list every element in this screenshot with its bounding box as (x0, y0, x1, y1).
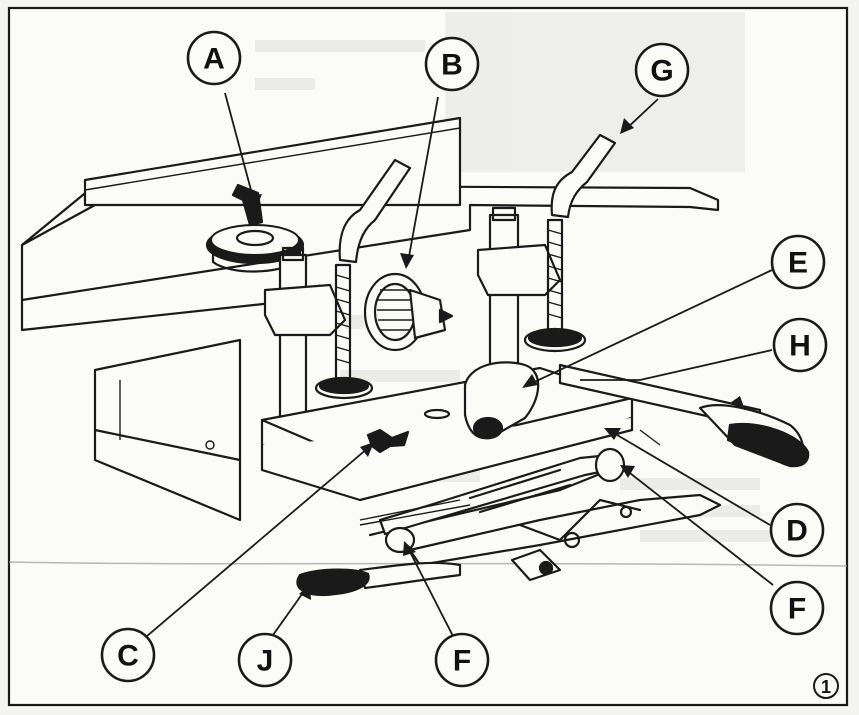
leader-lines (139, 92, 774, 643)
callout-f-bottom: F (434, 632, 490, 688)
svg-text:C: C (117, 640, 139, 673)
left-column (263, 158, 412, 422)
callout-d: D (769, 502, 825, 558)
callout-f-right: F (769, 580, 825, 636)
svg-text:1: 1 (821, 677, 831, 697)
svg-text:D: D (786, 515, 808, 548)
drill-chuck (363, 272, 454, 352)
callout-j: J (237, 632, 293, 688)
svg-text:F: F (453, 645, 471, 678)
svg-text:B: B (441, 49, 463, 82)
svg-text:G: G (650, 55, 673, 88)
svg-text:E: E (788, 247, 808, 280)
callout-b: B (424, 36, 480, 92)
svg-text:F: F (788, 593, 806, 626)
callout-a: A (186, 30, 242, 86)
svg-text:J: J (257, 645, 274, 678)
callout-g: G (634, 42, 690, 98)
right-column (476, 133, 617, 377)
callout-c: C (100, 627, 156, 683)
leader-arrowheads (247, 118, 745, 600)
callout-e: E (770, 234, 826, 290)
lock-ring-assembly (205, 183, 305, 273)
paper-crease (8, 561, 848, 567)
callout-h: H (772, 317, 828, 373)
svg-text:A: A (203, 43, 225, 76)
mortising-table (260, 361, 661, 502)
jointer-table (20, 116, 720, 522)
figure-number: 1 (813, 673, 839, 699)
svg-text:H: H (789, 330, 811, 363)
